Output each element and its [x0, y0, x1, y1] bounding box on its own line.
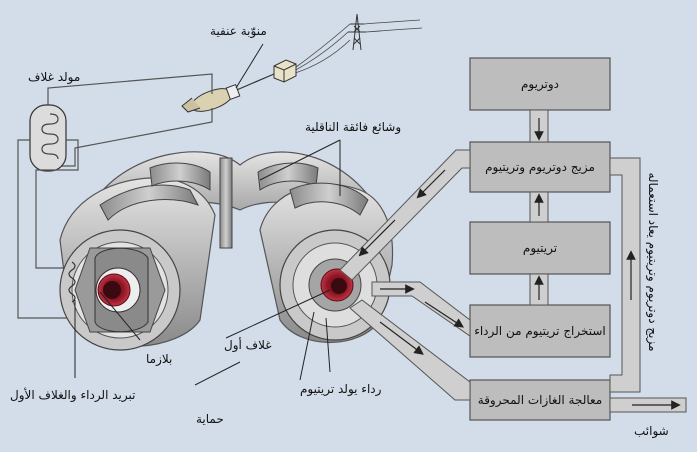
box-label-tritium: تريتيوم [522, 241, 558, 255]
left-cross-section [59, 229, 181, 351]
label-tritium-blanket: رداء يولد تريتيوم [300, 382, 382, 396]
blanket-generator-icon [29, 104, 67, 172]
box-label-mix: مزيج دوتريوم وتريتيوم [485, 160, 595, 174]
coil-ring-5 [289, 182, 369, 216]
flow-boxes [469, 57, 611, 421]
label-superconducting-coils: وشائع فائقة الناقلية [305, 120, 402, 134]
impurities-outlet [609, 397, 687, 413]
coil-ring-1 [99, 184, 200, 221]
box-label-deuterium: دوتريوم [520, 77, 560, 91]
label-cooling: تبريد الرداء والغلاف الأول [10, 388, 136, 402]
box-label-extraction: استخراج تريتيوم من الرداء [474, 324, 606, 338]
coil-ring-2 [149, 162, 211, 191]
label-shield: حماية [196, 412, 224, 426]
recycle-pipe [609, 157, 641, 393]
coil-ring-3 [219, 157, 233, 249]
box-deuterium [469, 57, 611, 111]
box-exhaust [469, 379, 611, 421]
generator-loop-pipe [47, 73, 213, 167]
fuel-injection-pipe [339, 149, 471, 281]
box-tritium [469, 221, 611, 275]
label-impurities: شوائب [634, 424, 669, 438]
power-pylon-icon [348, 13, 366, 51]
box-label-exhaust: معالجة الغازات المحروقة [477, 393, 603, 407]
coil-ring-4 [257, 162, 319, 191]
box-extraction [469, 304, 611, 358]
torus-reactor [59, 151, 394, 351]
label-blanket-generator: مولد غلاف [28, 70, 81, 84]
leader-lines [74, 43, 341, 386]
cooling-loop-pipe [17, 139, 79, 319]
turbine-power-line [231, 73, 275, 93]
label-first-wall: غلاف أول [224, 338, 272, 352]
label-turbine: منوّبة عنفية [210, 24, 267, 38]
turbine-generator-icon [181, 84, 241, 113]
label-plasma: بلازما [146, 352, 173, 366]
transformer-box-icon [273, 59, 297, 83]
label-recycled-mix: مزيج دوتريوم وتريتيوم يعاد استعماله [646, 172, 660, 352]
exhaust-pipe [349, 299, 471, 401]
blanket-extraction-pipe [371, 281, 471, 337]
power-lines [291, 19, 423, 75]
